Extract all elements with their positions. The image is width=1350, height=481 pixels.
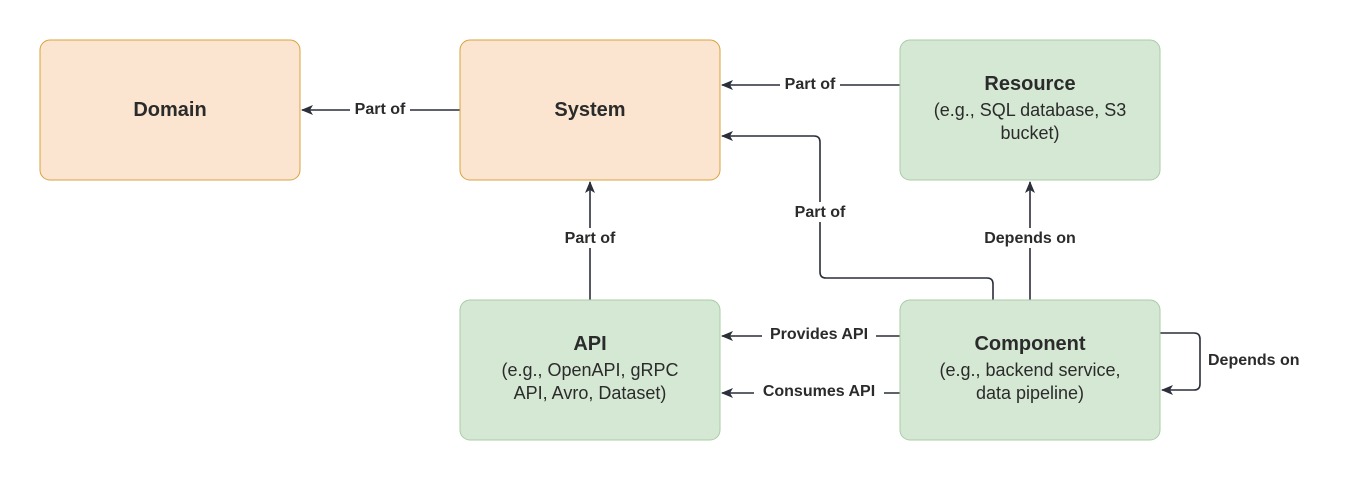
node-api-subtitle-line-1: (e.g., OpenAPI, gRPC [501, 360, 678, 380]
edge-label-consumes-api: Consumes API [763, 383, 875, 400]
edge-component-self: Depends on [1160, 332, 1300, 395]
node-component-subtitle-line-1: (e.g., backend service, [939, 360, 1120, 380]
node-domain[interactable]: Domain [39, 39, 301, 181]
node-domain-title: Domain [133, 99, 206, 121]
node-resource-subtitle-line-1: (e.g., SQL database, S3 [934, 100, 1126, 120]
edge-component-consumes-api: Consumes API [721, 381, 900, 401]
node-api-subtitle-line-2: API, Avro, Dataset) [514, 383, 667, 403]
edge-label-api-to-system: Part of [565, 230, 616, 247]
edge-label-resource-to-system: Part of [785, 76, 836, 93]
edge-system-to-domain: Part of [301, 99, 460, 119]
node-component[interactable]: Component (e.g., backend service, data p… [899, 299, 1161, 441]
node-system[interactable]: System [459, 39, 721, 181]
edge-label-provides-api: Provides API [770, 326, 868, 343]
edge-label-component-to-system: Part of [795, 204, 846, 221]
edge-resource-to-system: Part of [721, 74, 900, 94]
edge-component-to-system: Part of [721, 131, 994, 300]
node-resource-title: Resource [984, 73, 1075, 95]
node-component-title: Component [974, 333, 1085, 355]
edge-component-to-resource: Depends on [975, 181, 1085, 300]
edge-api-to-system: Part of [558, 181, 622, 300]
node-api-title: API [573, 333, 606, 355]
node-system-title: System [554, 99, 625, 121]
edge-label-component-self: Depends on [1208, 352, 1300, 369]
node-api[interactable]: API (e.g., OpenAPI, gRPC API, Avro, Data… [459, 299, 721, 441]
edge-label-system-to-domain: Part of [355, 101, 406, 118]
edge-label-component-to-resource: Depends on [984, 230, 1076, 247]
node-resource[interactable]: Resource (e.g., SQL database, S3 bucket) [899, 39, 1161, 181]
node-component-subtitle-line-2: data pipeline) [976, 383, 1084, 403]
node-resource-subtitle-line-2: bucket) [1000, 123, 1059, 143]
edge-component-provides-api: Provides API [721, 324, 900, 344]
